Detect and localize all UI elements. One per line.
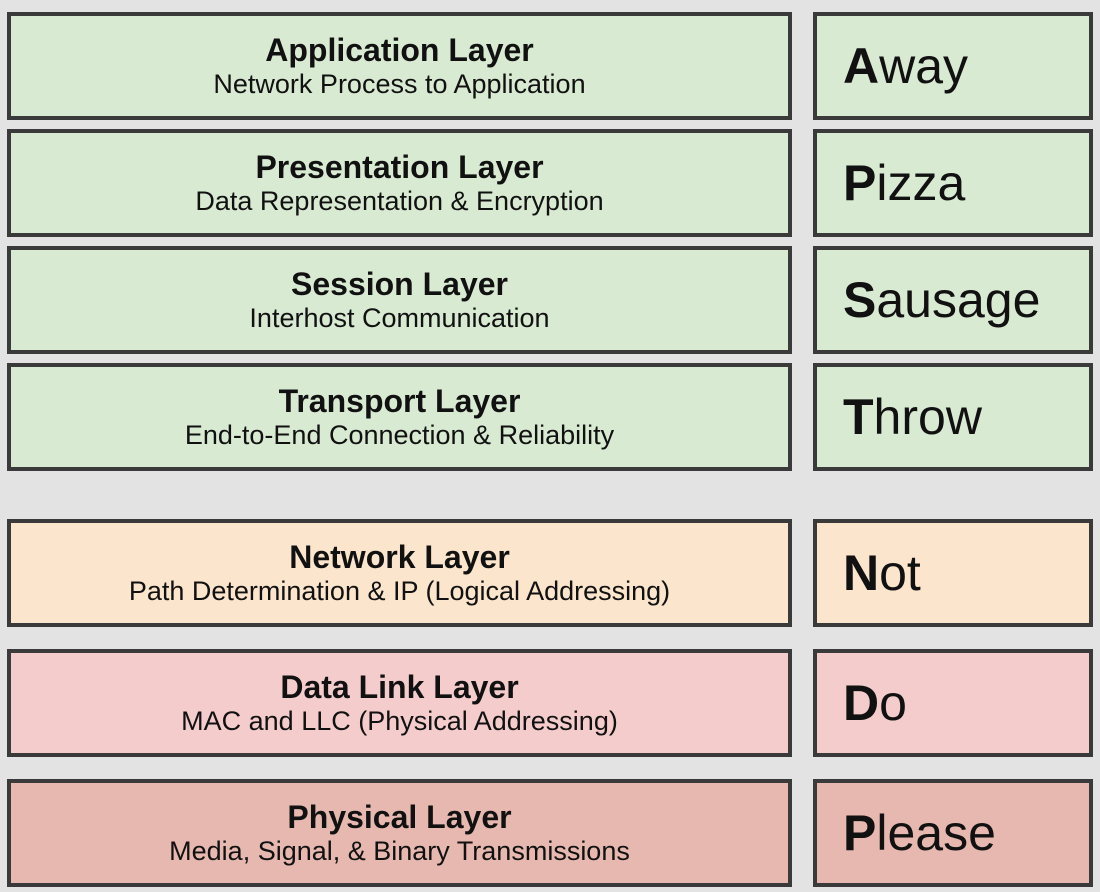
mnemonic-word: Sausage [843,273,1040,327]
layer-box-transport: Transport Layer End-to-End Connection & … [7,363,792,471]
mnemonic-word: Not [843,546,921,600]
layer-title: Physical Layer [287,799,512,835]
layer-title: Network Layer [289,539,510,575]
mnemonic-box-network: Not [813,519,1093,627]
mnemonic-initial: N [843,545,880,601]
mnemonic-word: Away [843,39,968,93]
mnemonic-initial: P [843,155,877,211]
mnemonic-initial: D [843,675,880,731]
layer-description: Path Determination & IP (Logical Address… [128,576,671,606]
mnemonic-initial: P [843,805,877,861]
layer-description: Network Process to Application [213,69,586,99]
layer-description: MAC and LLC (Physical Addressing) [181,706,618,736]
layer-title: Session Layer [291,266,508,302]
mnemonic-box-session: Sausage [813,246,1093,354]
mnemonic-initial: S [843,272,877,328]
layer-description: Interhost Communication [249,303,550,333]
mnemonic-word: Pizza [843,156,965,210]
layer-box-physical: Physical Layer Media, Signal, & Binary T… [7,779,792,887]
mnemonic-rest: ausage [876,272,1041,328]
mnemonic-rest: izza [876,155,966,211]
mnemonic-rest: hrow [873,389,982,445]
mnemonic-box-data-link: Do [813,649,1093,757]
mnemonic-rest: ot [879,545,921,601]
layer-description: Data Representation & Encryption [195,186,604,216]
layer-box-network: Network Layer Path Determination & IP (L… [7,519,792,627]
layer-box-session: Session Layer Interhost Communication [7,246,792,354]
layer-title: Data Link Layer [280,669,519,705]
layer-title: Transport Layer [278,383,521,419]
layer-box-data-link: Data Link Layer MAC and LLC (Physical Ad… [7,649,792,757]
mnemonic-initial: T [843,389,874,445]
layer-description: Media, Signal, & Binary Transmissions [169,836,630,866]
layer-box-presentation: Presentation Layer Data Representation &… [7,129,792,237]
layer-description: End-to-End Connection & Reliability [184,420,615,450]
mnemonic-rest: way [879,38,969,94]
layer-title: Application Layer [265,32,534,68]
mnemonic-rest: lease [876,805,996,861]
mnemonic-initial: A [843,38,880,94]
mnemonic-rest: o [879,675,907,731]
mnemonic-box-presentation: Pizza [813,129,1093,237]
layer-box-application: Application Layer Network Process to App… [7,12,792,120]
mnemonic-box-transport: Throw [813,363,1093,471]
mnemonic-box-physical: Please [813,779,1093,887]
layer-title: Presentation Layer [255,149,544,185]
mnemonic-word: Do [843,676,907,730]
mnemonic-word: Please [843,806,996,860]
mnemonic-word: Throw [843,390,982,444]
mnemonic-box-application: Away [813,12,1093,120]
